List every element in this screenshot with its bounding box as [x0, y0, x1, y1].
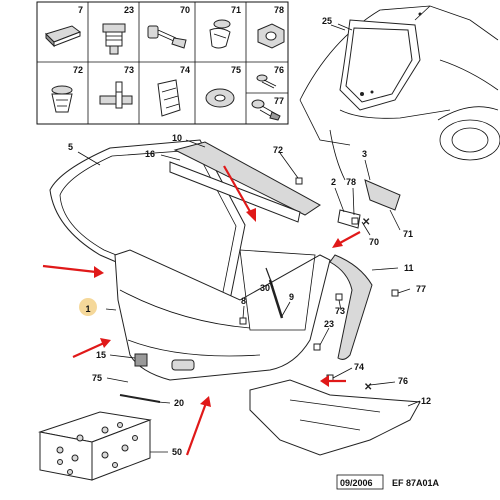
spoiler: [173, 141, 321, 216]
pad-part-icon: [45, 25, 82, 48]
footer: 09/2006 EF 87A01A: [336, 474, 440, 490]
footer-date: 09/2006: [340, 478, 373, 488]
callout-25: 25: [322, 16, 332, 26]
svg-text:✕: ✕: [364, 382, 372, 393]
callout-73: 73: [335, 306, 345, 316]
upper-seal: [169, 161, 301, 223]
callout-5: 5: [68, 142, 73, 152]
pin-73-icon: [99, 81, 133, 109]
screw-77-icon: [251, 99, 281, 121]
callout-10: 10: [172, 133, 182, 143]
callout-70: 70: [369, 237, 379, 247]
callout-71: 71: [403, 229, 413, 239]
grid-label-78: 78: [274, 5, 284, 15]
grid-label-72: 72: [73, 65, 83, 75]
hinge-bracket: [364, 179, 401, 211]
callout-labels: 25 5 10 16 72 3 2 78 70 71 11 77 73 1 30…: [68, 16, 431, 457]
clip-23-icon: [102, 23, 126, 55]
hardware-kit: [38, 411, 152, 481]
callout-2: 2: [331, 177, 336, 187]
screw-70-icon: [147, 25, 187, 49]
grid-label-75: 75: [231, 65, 241, 75]
callout-20: 20: [174, 398, 184, 408]
red-arrow-spoiler: [223, 165, 256, 222]
callout-78: 78: [346, 177, 356, 187]
callout-1: 1: [85, 304, 90, 314]
grid-label-76: 76: [274, 65, 284, 75]
parts-grid: 7 23 70 71 78 72 73 74 75 76 77: [36, 1, 289, 125]
handle-recess: [171, 359, 195, 371]
grid-label-71: 71: [231, 5, 241, 15]
red-arrow-bottom: [185, 396, 211, 456]
red-arrow-right: [320, 375, 346, 387]
callout-50: 50: [172, 447, 182, 457]
callout-3: 3: [362, 149, 367, 159]
callout-76: 76: [398, 376, 408, 386]
grid-label-70: 70: [180, 5, 190, 15]
callout-75: 75: [92, 373, 102, 383]
highlight-marker: [79, 298, 97, 316]
footer-reference: EF 87A01A: [392, 478, 440, 488]
callout-12: 12: [421, 396, 431, 406]
bracket-74-icon: [157, 79, 181, 117]
callout-11: 11: [404, 263, 414, 273]
lower-trim-panel: [249, 379, 421, 456]
callout-30: 30: [260, 283, 270, 293]
tailgate-assembly: ✕ ✕: [49, 139, 421, 456]
callout-8: 8: [241, 296, 246, 306]
callout-74: 74: [354, 362, 364, 372]
red-arrow-left-lower: [72, 338, 111, 359]
emblem: [134, 353, 148, 367]
callout-9: 9: [289, 292, 294, 302]
leader-lines: [77, 24, 421, 453]
nut-78-icon: [257, 23, 285, 49]
callout-77: 77: [416, 284, 426, 294]
grid-label-77: 77: [274, 96, 284, 106]
side-trim: [329, 254, 373, 360]
grid-label-23: 23: [124, 5, 134, 15]
svg-text:✕: ✕: [362, 217, 370, 228]
red-arrow-hinge: [332, 231, 361, 248]
washer-75-icon: [205, 88, 235, 108]
callout-16: 16: [145, 149, 155, 159]
grid-label-73: 73: [124, 65, 134, 75]
callout-72: 72: [273, 145, 283, 155]
callout-23: 23: [324, 319, 334, 329]
callout-15: 15: [96, 350, 106, 360]
gas-strut: [268, 279, 284, 319]
push-clip-71-icon: [209, 19, 231, 49]
clip-72-icon: [51, 85, 73, 113]
grid-label-7: 7: [78, 5, 83, 15]
red-arrows: [42, 165, 361, 456]
screw-76-icon: [256, 74, 277, 89]
car-rear-view: [299, 5, 500, 181]
grid-label-74: 74: [180, 65, 190, 75]
red-arrow-left-upper: [42, 264, 104, 278]
